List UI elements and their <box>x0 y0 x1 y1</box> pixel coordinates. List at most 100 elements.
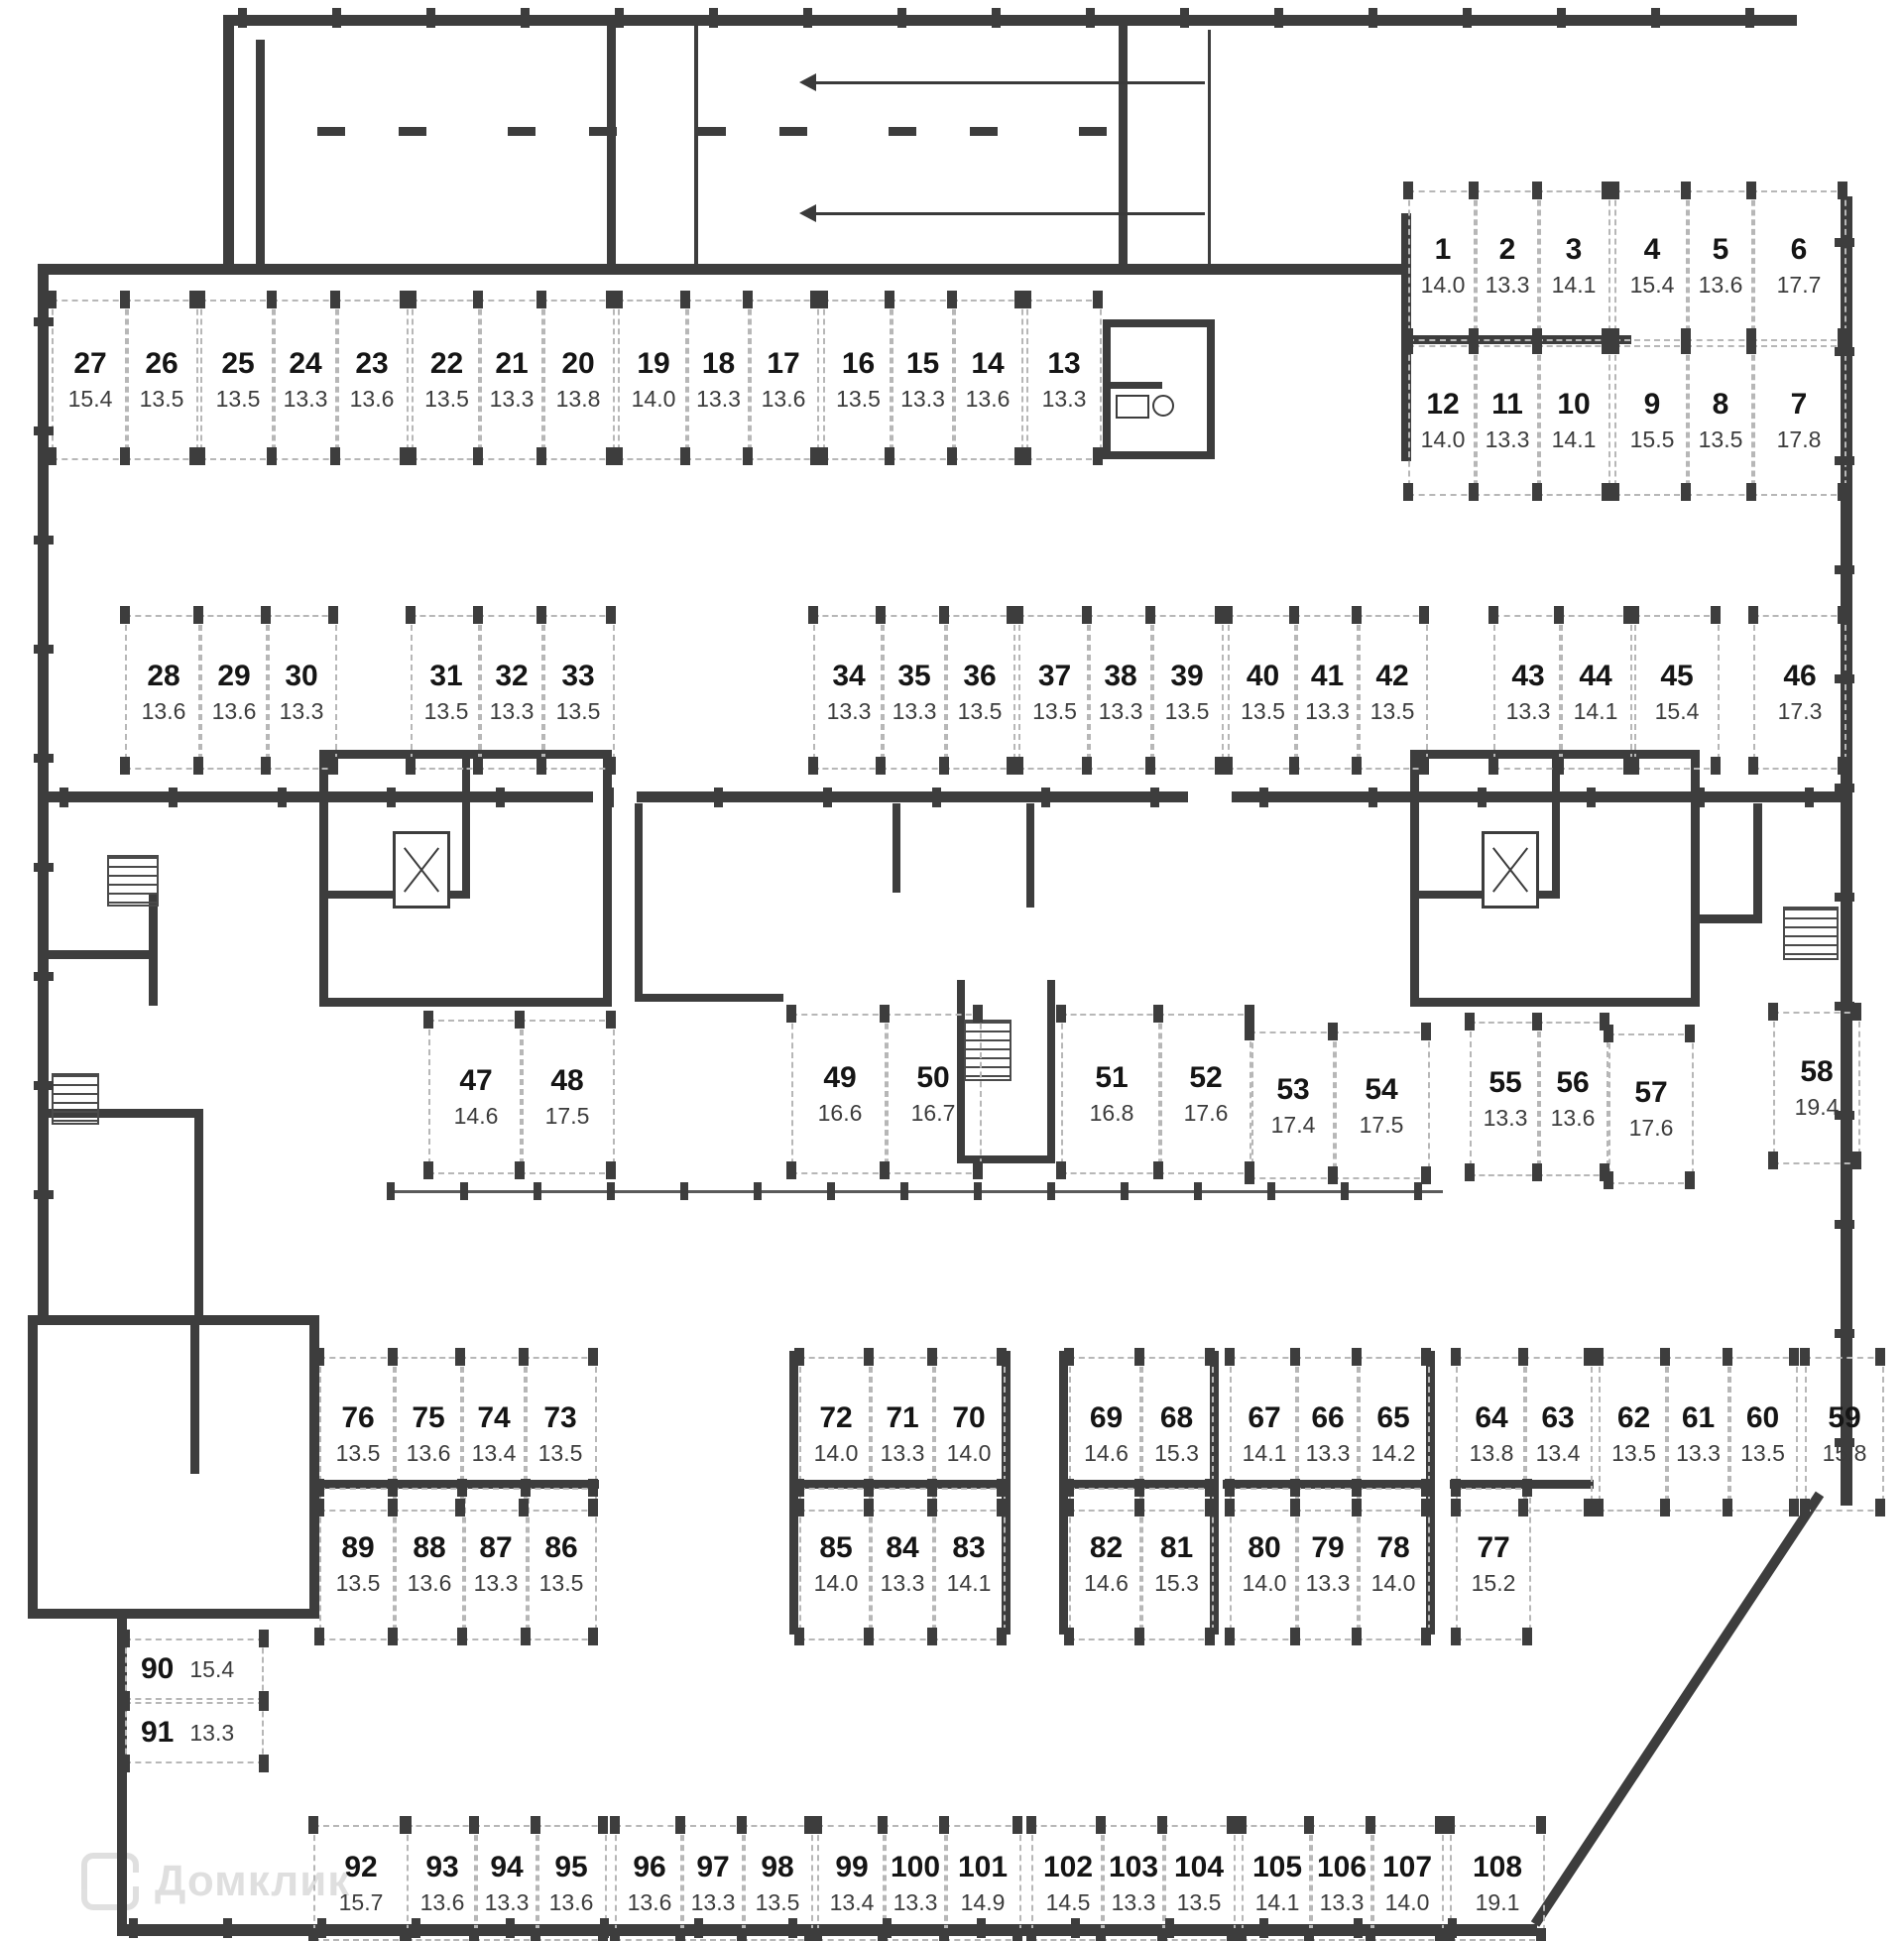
column-tick <box>1096 1928 1106 1941</box>
space-area: 13.5 <box>537 1440 583 1466</box>
column-tick <box>605 788 614 807</box>
column-tick <box>997 1348 1007 1366</box>
lane-marking-dash <box>317 127 345 136</box>
space-area: 15.7 <box>338 1888 384 1915</box>
space-number: 33 <box>561 660 595 692</box>
column-tick <box>1150 788 1159 807</box>
column-tick <box>1215 606 1225 624</box>
space-area: 17.5 <box>544 1103 590 1129</box>
column-tick <box>1093 291 1103 308</box>
column-tick <box>189 447 199 465</box>
column-tick <box>1421 1023 1431 1040</box>
column-tick <box>1623 757 1633 775</box>
column-tick <box>997 1628 1007 1645</box>
column-tick <box>34 317 54 326</box>
column-tick <box>407 291 416 308</box>
column-tick <box>1290 1628 1300 1645</box>
space-area: 13.6 <box>406 1440 451 1466</box>
space-area: 13.3 <box>696 386 741 412</box>
column-tick <box>1290 1479 1300 1497</box>
space-number: 93 <box>425 1850 459 1883</box>
space-area: 19.1 <box>1475 1888 1520 1915</box>
column-tick <box>1419 606 1429 624</box>
space-area: 15.4 <box>67 386 113 412</box>
column-tick <box>1532 336 1542 354</box>
space-number: 43 <box>1511 660 1545 692</box>
column-tick <box>1748 757 1758 775</box>
column-tick <box>1064 1348 1074 1366</box>
column-tick <box>1445 1928 1455 1941</box>
space-number: 70 <box>952 1401 986 1434</box>
column-tick <box>1064 1479 1074 1497</box>
space-area: 15.8 <box>1822 1440 1867 1466</box>
space-area: 13.3 <box>1483 1105 1528 1131</box>
space-number: 100 <box>890 1850 941 1883</box>
column-tick <box>1013 757 1023 775</box>
space-number: 23 <box>355 347 389 380</box>
space-area: 13.5 <box>423 698 469 724</box>
space-area: 14.1 <box>1242 1440 1287 1466</box>
space-area: 13.8 <box>555 386 601 412</box>
column-tick <box>412 1918 420 1938</box>
column-tick <box>400 447 410 465</box>
space-number: 103 <box>1108 1850 1159 1883</box>
toilet-fixture-icon <box>1152 395 1174 417</box>
column-tick <box>812 1928 822 1941</box>
column-tick <box>1838 182 1847 199</box>
column-tick <box>536 606 546 624</box>
space-area: 15.4 <box>189 1655 235 1682</box>
column-tick <box>1835 1111 1854 1120</box>
column-tick <box>808 606 818 624</box>
wall-segment <box>256 40 265 271</box>
column-tick <box>1835 456 1854 465</box>
column-tick <box>1451 1479 1461 1497</box>
space-number: 16 <box>841 347 876 380</box>
column-tick <box>519 1499 529 1516</box>
space-number: 39 <box>1170 660 1204 692</box>
column-tick <box>1007 757 1016 775</box>
space-number: 66 <box>1311 1401 1345 1434</box>
column-tick <box>267 291 277 308</box>
column-tick <box>34 426 54 435</box>
column-tick <box>876 757 886 775</box>
space-number: 101 <box>957 1850 1009 1883</box>
space-area: 13.3 <box>1319 1888 1365 1915</box>
column-tick <box>900 1182 908 1200</box>
column-tick <box>1056 1005 1066 1023</box>
space-area: 13.6 <box>419 1888 465 1915</box>
column-tick <box>531 1816 540 1834</box>
column-tick <box>786 1161 796 1179</box>
column-tick <box>1518 1348 1528 1366</box>
column-tick <box>328 606 338 624</box>
column-tick <box>794 1348 804 1366</box>
column-tick <box>1838 606 1847 624</box>
column-tick <box>606 447 616 465</box>
column-tick <box>1681 483 1691 501</box>
column-tick <box>34 1190 54 1199</box>
column-tick <box>1835 1002 1854 1011</box>
column-tick <box>675 1816 685 1834</box>
column-tick <box>1465 1013 1475 1031</box>
column-tick <box>473 606 483 624</box>
column-tick <box>588 1348 598 1366</box>
column-tick <box>1403 182 1413 199</box>
space-number: 49 <box>823 1061 857 1094</box>
column-tick <box>607 1182 615 1200</box>
column-tick <box>34 754 54 763</box>
space-area: 13.6 <box>407 1570 452 1596</box>
column-tick <box>1465 1163 1475 1181</box>
space-number: 15 <box>905 347 940 380</box>
column-tick <box>812 1816 822 1834</box>
column-tick <box>997 1499 1007 1516</box>
